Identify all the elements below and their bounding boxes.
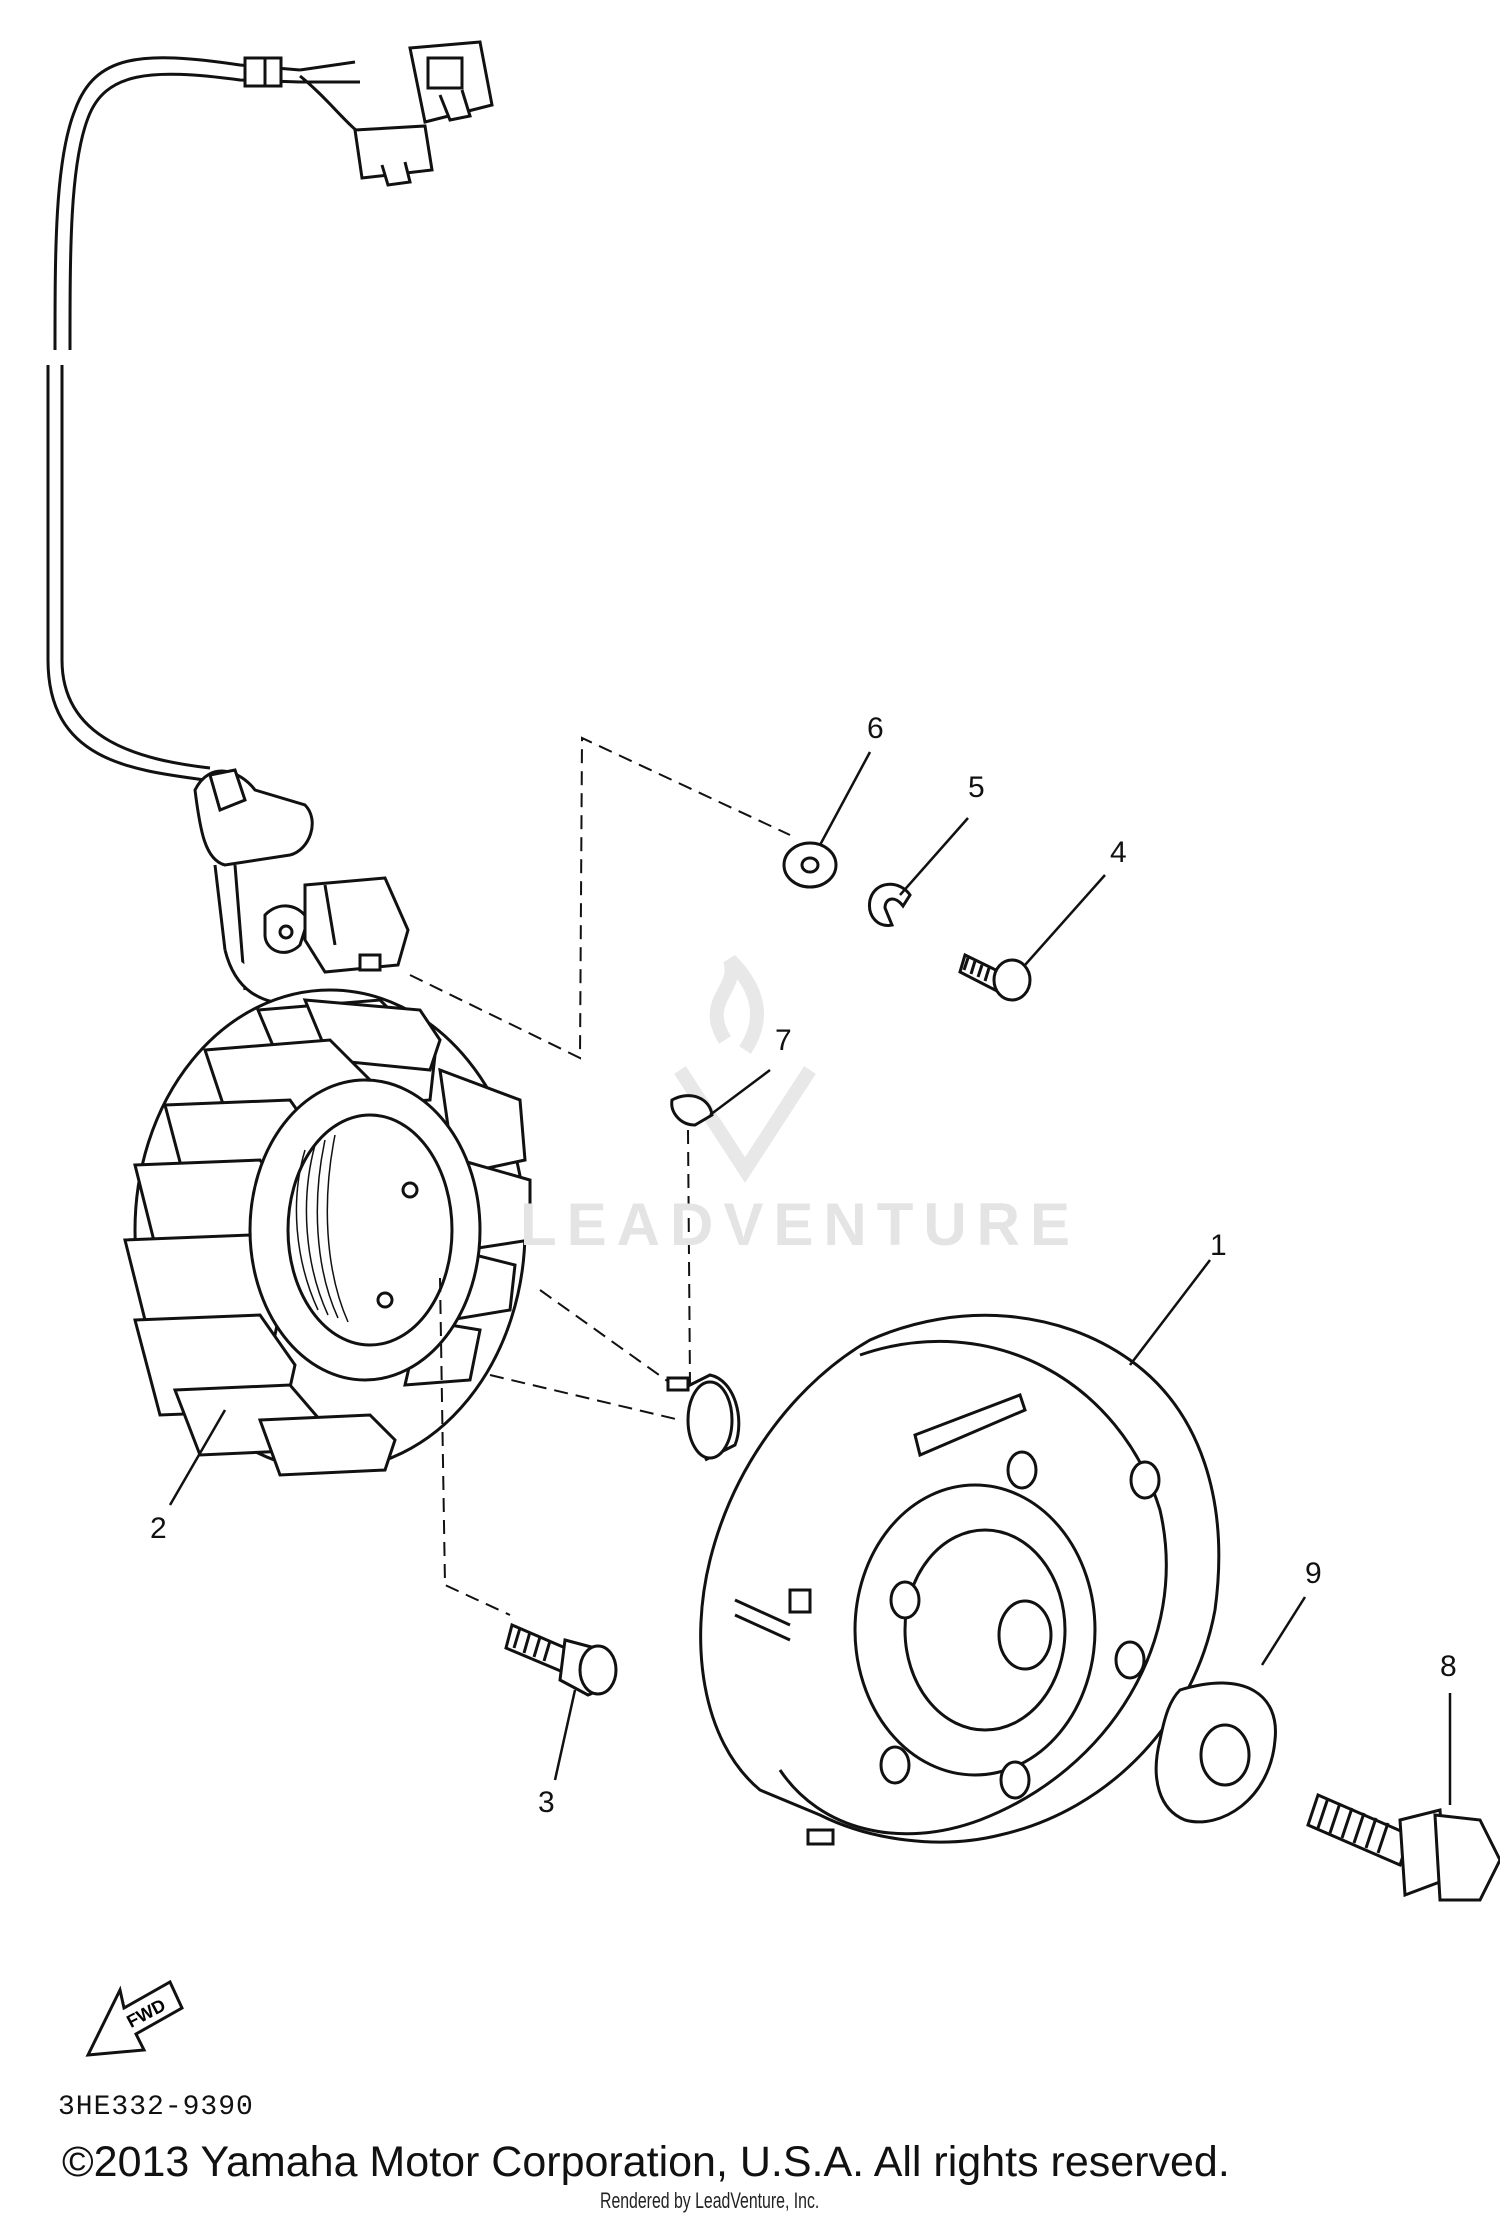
callout-9: 9: [1305, 1557, 1322, 1590]
flywheel-rotor: [699, 1313, 1221, 1846]
plate-washer: [782, 841, 838, 889]
rendered-by-credit: Rendered by LeadVenture, Inc.: [600, 2188, 820, 2213]
callout-2: 2: [150, 1512, 167, 1545]
watermark-text: LEADVENTURE: [520, 1191, 1081, 1258]
callout-3: 3: [538, 1786, 555, 1819]
callout-5: 5: [968, 771, 985, 804]
stator-screw: [504, 1622, 618, 1697]
wire-grommet: [193, 768, 314, 1007]
flywheel-bolt: [1306, 1792, 1500, 1902]
callout-8: 8: [1440, 1650, 1457, 1683]
connector-upper: [408, 40, 494, 124]
connector-lower: [353, 124, 434, 187]
diagram-code: 3HE332-9390: [58, 2092, 254, 2123]
pickup-coil-connector: [263, 876, 410, 974]
dashed-leader-lines: [409, 736, 791, 1616]
wire-harness: [46, 56, 371, 782]
leadventure-logo-watermark: [674, 955, 816, 1183]
woodruff-key: [670, 1094, 714, 1127]
crankshaft-end: [666, 1373, 741, 1462]
fwd-arrow-icon: FWD: [85, 1979, 184, 2057]
callout-4: 4: [1110, 836, 1127, 869]
callout-1: 1: [1210, 1229, 1227, 1262]
pickup-screw: [958, 952, 1032, 1002]
callout-leaders: [168, 751, 1452, 1805]
flywheel-washer: [1154, 1681, 1277, 1824]
callout-7: 7: [775, 1024, 792, 1057]
callout-6: 6: [867, 712, 884, 745]
stator-assembly: [123, 988, 532, 1477]
copyright-notice: ©2013 Yamaha Motor Corporation, U.S.A. A…: [62, 2138, 1230, 2186]
